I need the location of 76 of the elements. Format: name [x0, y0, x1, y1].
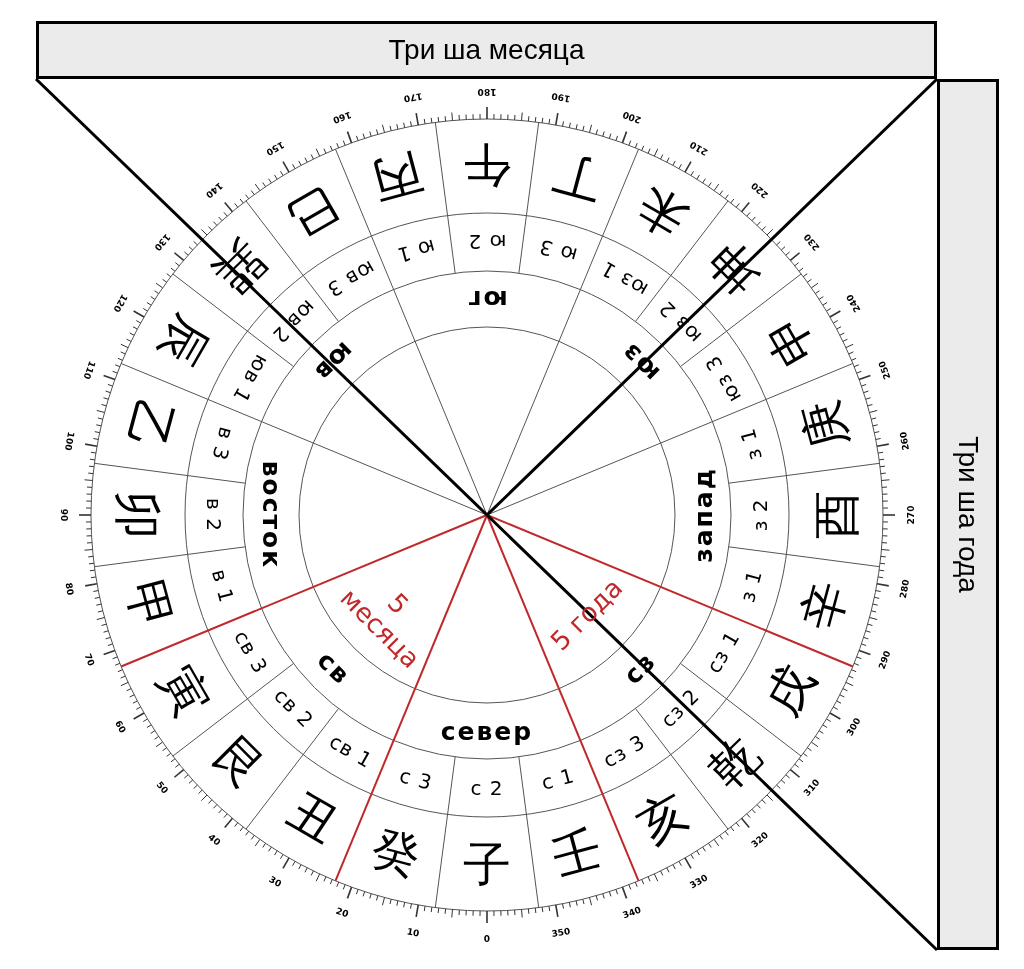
mountain-character: 午	[463, 142, 511, 190]
degree-number: 290	[878, 649, 893, 671]
mountain-character: 乙	[120, 395, 180, 455]
sector-label: юв 3	[323, 256, 378, 301]
mountain-character: 未	[628, 179, 695, 246]
degree-number: 100	[63, 431, 76, 452]
mountain-character: 壬	[547, 822, 607, 882]
degree-number: 190	[550, 91, 571, 104]
mountain-character: 子	[463, 840, 511, 888]
mountain-character: 丑	[279, 784, 346, 850]
degree-number: 180	[477, 86, 497, 96]
mountain-character: 丙	[367, 148, 427, 208]
sector-label: св 3	[230, 626, 271, 677]
degree-number: 170	[403, 91, 424, 104]
degree-number: 80	[63, 581, 75, 596]
degree-number: 280	[898, 578, 911, 599]
degree-number: 330	[688, 873, 710, 891]
degree-number: 110	[81, 359, 96, 381]
title-box: Три ша года	[937, 79, 999, 950]
direction-label: юг	[466, 286, 508, 312]
mountain-character: 巳	[279, 179, 346, 246]
mountain-character: 亥	[628, 784, 695, 850]
sector-label: в 2	[204, 498, 224, 532]
sector-label: сз 2	[657, 685, 703, 731]
mountain-character: 辛	[794, 575, 854, 635]
degree-number: 10	[406, 927, 421, 939]
degree-number: 60	[112, 719, 127, 735]
mountain-character: 寅	[151, 656, 218, 723]
sector-label: сз 1	[703, 627, 744, 676]
sector-label: з 1	[736, 425, 765, 463]
sector-label: с 2	[470, 778, 504, 798]
degree-number: 150	[264, 139, 286, 157]
mountain-character: 甲	[120, 575, 180, 635]
direction-label: запад	[690, 467, 716, 563]
mountain-character: 庚	[794, 395, 854, 455]
degree-number: 70	[82, 652, 95, 668]
sector-label: с 1	[539, 764, 577, 793]
mountain-character: 戌	[756, 656, 822, 723]
mountain-character: 卯	[114, 491, 162, 539]
sector-label: ю 1	[394, 236, 438, 266]
degree-number: 50	[154, 779, 170, 796]
title-box: Три ша месяца	[36, 21, 937, 79]
sector-label: з 1	[736, 567, 765, 605]
mountain-character: 申	[756, 307, 822, 374]
sector-label: ю 3	[536, 236, 580, 266]
degree-number: 260	[898, 431, 911, 452]
degree-number: 250	[878, 359, 893, 381]
degree-number: 30	[267, 875, 283, 890]
mountain-character: 丁	[547, 148, 607, 208]
sector-label: юз 1	[596, 257, 651, 300]
sector-label: в 3	[209, 425, 238, 464]
degree-number: 20	[334, 907, 350, 920]
mountain-character: 癸	[367, 822, 427, 882]
degree-number: 0	[483, 934, 491, 944]
direction-label: восток	[258, 460, 284, 570]
sector-label: юв 1	[228, 351, 273, 406]
sector-label: сз 3	[599, 731, 648, 772]
sector-label: з 2	[750, 498, 770, 532]
degree-number: 90	[58, 508, 68, 522]
degree-number: 160	[331, 109, 353, 124]
degree-number: 270	[906, 505, 916, 525]
sector-label: св 1	[325, 731, 376, 772]
sector-label: ю 2	[467, 232, 507, 252]
degree-number: 40	[206, 832, 223, 848]
mountain-character: 坤	[699, 234, 768, 303]
direction-label: север	[440, 718, 534, 744]
sector-label: в 1	[209, 566, 238, 605]
degree-number: 200	[621, 109, 643, 124]
degree-number: 340	[621, 906, 643, 921]
mountain-character: 酉	[812, 491, 860, 539]
sector-label: с 3	[397, 764, 435, 793]
sector-label: юз 3	[702, 351, 745, 406]
degree-number: 140	[204, 180, 225, 200]
degree-number: 210	[688, 139, 710, 157]
mountain-character: 辰	[151, 307, 218, 374]
degree-number: 350	[550, 926, 571, 939]
